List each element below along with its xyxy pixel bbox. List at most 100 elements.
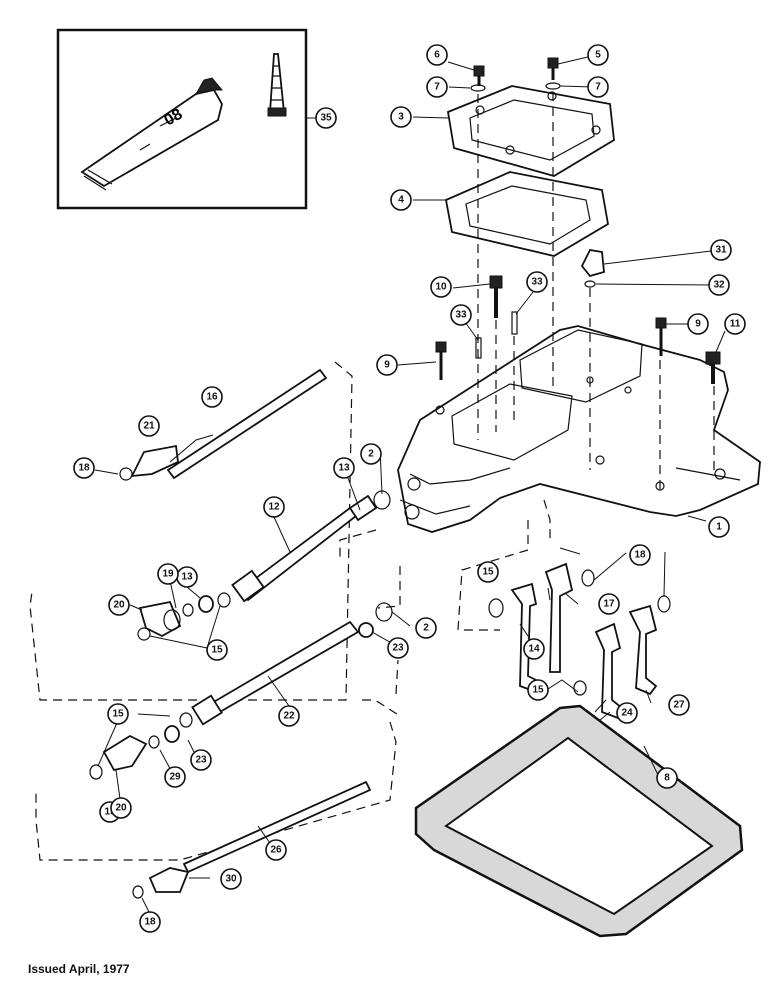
svg-text:22: 22 [283,711,295,722]
callout-2-lower: 2 [415,617,437,639]
callout-15-c: 15 [527,679,549,701]
callout-32: 32 [708,274,730,296]
callout-22: 22 [278,705,300,727]
callout-13-upper: 13 [333,457,355,479]
svg-text:30: 30 [225,874,237,885]
tube-label: 08 [162,106,186,130]
callout-15-b: 15 [477,561,499,583]
callout-16: 16 [201,386,223,408]
sealant-tube: 08 [80,77,224,191]
leader-lines [94,55,726,913]
callout-20-upper: 20 [108,594,130,616]
callout-15-a: 15 [206,639,228,661]
svg-text:2: 2 [423,623,429,634]
svg-text:33: 33 [531,277,543,288]
callout-7-right: 7 [587,76,609,98]
callout-33-left: 33 [450,304,472,326]
svg-text:13: 13 [338,463,350,474]
svg-text:5: 5 [595,50,601,61]
svg-text:13: 13 [181,572,193,583]
housing-bolts [435,275,721,384]
callout-35: 35 [315,107,337,129]
svg-text:23: 23 [392,643,404,654]
callout-15-d: 15 [107,703,129,725]
svg-text:18: 18 [144,917,156,928]
callout-5: 5 [587,44,609,66]
svg-text:2: 2 [368,449,374,460]
svg-text:15: 15 [104,807,116,818]
svg-text:33: 33 [455,310,467,321]
callout-10: 10 [430,276,452,298]
svg-text:18: 18 [634,550,646,561]
assembly-lines [29,92,715,861]
svg-text:17: 17 [603,599,615,610]
svg-text:35: 35 [320,113,332,124]
svg-text:8: 8 [664,773,670,784]
callout-2-upper: 2 [360,443,382,465]
nozzle [267,53,287,117]
callout-1: 1 [708,516,730,538]
callouts: 1 2 2 3 4 5 6 7 7 8 9 9 10 11 12 13 13 1… [73,44,746,933]
callout-23-lower: 23 [190,749,212,771]
svg-text:3: 3 [398,112,404,123]
lever-20-lower [89,712,193,780]
callout-27: 27 [668,694,690,716]
callout-24: 24 [616,702,638,724]
svg-text:1: 1 [716,522,722,533]
callout-18-b: 18 [629,544,651,566]
svg-text:20: 20 [115,803,127,814]
svg-text:15: 15 [482,567,494,578]
callout-6: 6 [426,44,448,66]
svg-text:20: 20 [113,600,125,611]
callout-19: 19 [157,563,179,585]
svg-text:27: 27 [673,700,685,711]
callout-18-a: 18 [73,457,95,479]
svg-text:7: 7 [434,82,440,93]
callout-9-right: 9 [687,313,709,335]
callout-31: 31 [710,239,732,261]
callout-13-lower: 13 [176,566,198,588]
svg-text:9: 9 [384,360,390,371]
cover-gasket [444,171,609,257]
callout-14: 14 [523,638,545,660]
svg-text:7: 7 [595,82,601,93]
callout-29: 29 [164,766,186,788]
sealant-inset: 08 [56,28,318,210]
cover-screws [470,57,561,92]
svg-text:15: 15 [211,645,223,656]
svg-text:31: 31 [715,245,727,256]
issue-date: Issued April, 1977 [28,962,130,976]
svg-text:15: 15 [112,709,124,720]
svg-text:4: 4 [398,195,404,206]
svg-text:15: 15 [532,685,544,696]
svg-text:19: 19 [162,569,174,580]
callout-3: 3 [390,106,412,128]
svg-text:10: 10 [435,282,447,293]
svg-text:11: 11 [730,319,741,330]
shaft-16 [119,368,328,481]
callout-26: 26 [265,839,287,861]
callout-11: 11 [724,313,746,335]
callout-8: 8 [656,767,678,789]
svg-text:6: 6 [434,50,440,61]
plug-assembly [580,249,605,288]
svg-text:12: 12 [268,502,280,513]
shift-forks [488,562,671,720]
svg-text:18: 18 [78,463,90,474]
svg-text:14: 14 [528,644,540,655]
lever-20-upper [137,592,231,641]
svg-text:29: 29 [169,772,181,783]
svg-text:16: 16 [206,392,218,403]
callout-20-lower: 20 [110,797,132,819]
callout-17: 17 [598,593,620,615]
shaft-22 [191,602,393,726]
svg-text:26: 26 [270,845,282,856]
svg-text:32: 32 [713,280,725,291]
shaft-12 [231,490,391,603]
callout-23-upper: 23 [387,637,409,659]
callout-21: 21 [138,415,160,437]
shaft-26 [132,780,372,899]
callout-4: 4 [390,189,412,211]
svg-text:23: 23 [195,755,207,766]
